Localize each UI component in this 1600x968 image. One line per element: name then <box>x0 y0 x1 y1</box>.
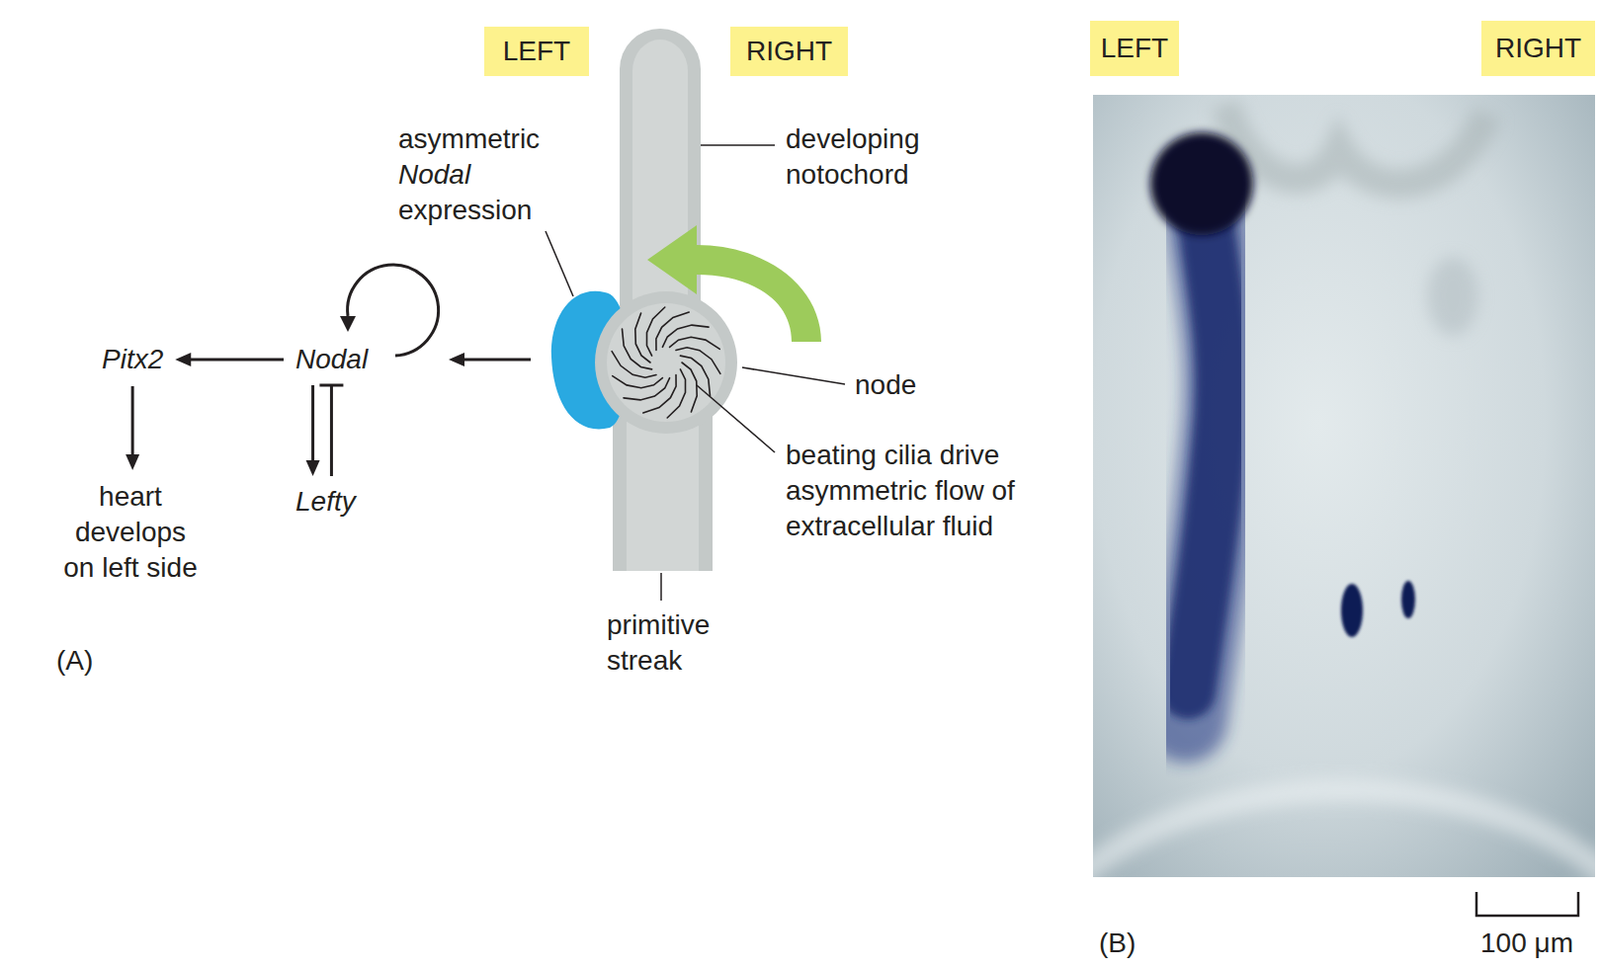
pitx2-stain <box>1185 197 1225 722</box>
gene-name: Lefty <box>295 484 356 520</box>
cilium <box>635 313 651 363</box>
cilium <box>675 347 721 375</box>
side-label: RIGHT <box>1495 30 1582 67</box>
arrow-head <box>306 460 321 477</box>
leader-line <box>742 367 845 385</box>
cilium <box>670 336 721 349</box>
arrow-head <box>125 454 140 471</box>
pathway-connector <box>174 352 284 367</box>
arrow-head <box>448 352 465 367</box>
annotation-label: developing notochord <box>785 121 994 193</box>
photo-fold <box>1093 790 1596 878</box>
gene-node: heart develops on left side <box>63 479 198 587</box>
head-fold <box>1225 103 1488 184</box>
side-label-box: RIGHT <box>1481 20 1596 77</box>
side-label-box: RIGHT <box>730 26 848 77</box>
inhibition-bar <box>319 384 343 388</box>
cilium <box>611 351 657 379</box>
gene-node: Lefty <box>295 484 356 520</box>
scale-bar <box>1476 892 1579 917</box>
side-label: LEFT <box>1100 30 1169 67</box>
gene-name: heart develops on left side <box>63 479 198 587</box>
photo-shadow <box>1427 256 1479 337</box>
cilium <box>679 355 710 397</box>
embryo-photo <box>1093 94 1596 878</box>
pitx2-stain <box>1187 207 1223 692</box>
autoregulation-loop <box>347 264 439 356</box>
leader-line <box>660 573 663 601</box>
side-label: RIGHT <box>746 33 833 70</box>
input-arrow <box>462 358 531 362</box>
connector-line <box>330 385 334 477</box>
gene-name: Pitx2 <box>101 341 164 378</box>
side-label-box: LEFT <box>484 26 590 77</box>
connector-line <box>311 385 315 463</box>
annotation-label: beating cilia drive asymmetric flow of e… <box>785 437 1063 545</box>
gene-node: Nodal <box>295 341 368 378</box>
cilium <box>612 376 664 389</box>
arrow-head <box>339 316 356 333</box>
annotation-label: 100 μm <box>1472 926 1582 962</box>
annotation-label: node <box>854 367 917 404</box>
stain-blob <box>1150 132 1254 236</box>
side-label-box: LEFT <box>1090 20 1179 77</box>
cilium <box>623 378 671 401</box>
pathway-connector <box>306 385 321 477</box>
pathway-connector <box>319 385 343 477</box>
cilium <box>681 362 697 413</box>
leader-line <box>696 385 775 453</box>
gene-node: Pitx2 <box>101 341 164 378</box>
stain-spot <box>1401 581 1416 619</box>
stain-spot <box>1341 584 1363 638</box>
connector-line <box>131 386 135 457</box>
cilia-spiral <box>611 307 721 419</box>
connector-line <box>188 358 284 362</box>
annotation-label: (B) <box>1098 926 1136 962</box>
node-shape <box>594 291 738 434</box>
pathway-arrows <box>347 264 531 360</box>
midline <box>1333 138 1340 593</box>
photo-ground <box>1093 94 1596 878</box>
flow-arrow <box>647 225 822 342</box>
side-label: LEFT <box>503 33 571 70</box>
notochord-highlight <box>632 39 688 327</box>
pathway-connector <box>125 386 140 471</box>
leader-line <box>545 231 574 297</box>
annotation-label: (A) <box>56 643 93 679</box>
annotation-label: primitive streak <box>606 607 765 679</box>
embryo-schematic <box>551 28 822 572</box>
gene-name: Nodal <box>295 341 368 378</box>
annotation-label: asymmetric Nodal expression <box>398 121 577 229</box>
leader-line <box>700 144 775 147</box>
arrow-head <box>174 352 191 367</box>
node-highlight <box>606 303 726 422</box>
cilium <box>662 325 709 347</box>
